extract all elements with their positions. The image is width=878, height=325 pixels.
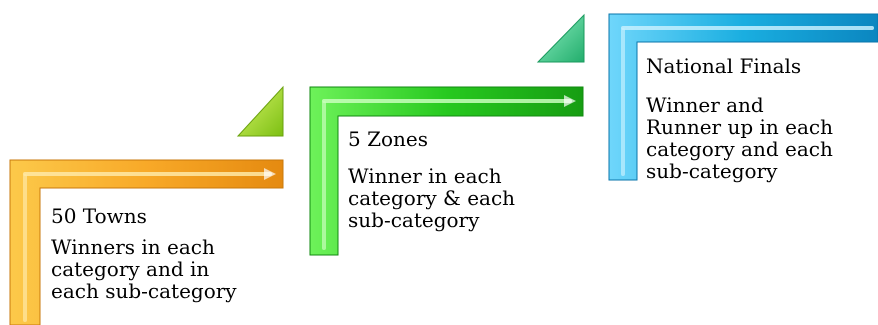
stage-1-bracket xyxy=(9,159,284,325)
stage-3-line-2: Runner up in each xyxy=(646,115,833,139)
stage-2-bracket xyxy=(309,86,584,256)
stage-3-line-3: category and each xyxy=(646,137,833,161)
stage-2-line-3: sub-category xyxy=(348,208,480,232)
stage-2-line-2: category & each xyxy=(348,186,516,210)
stage-1-title: 50 Towns xyxy=(51,204,147,228)
stage-3-line-1: Winner and xyxy=(646,93,764,117)
stage-1-line-2: category and in xyxy=(51,257,210,281)
stage-2-line-1: Winner in each xyxy=(348,164,502,188)
stage-3-line-4: sub-category xyxy=(646,159,778,183)
stage-1-line-3: each sub-category xyxy=(51,279,237,303)
connector-2-triangle xyxy=(536,13,585,63)
stage-2-title: 5 Zones xyxy=(348,127,428,151)
connector-1-triangle xyxy=(236,85,284,137)
stage-3-bracket xyxy=(608,13,878,181)
stage-3-title: National Finals xyxy=(646,54,802,78)
stage-1-line-1: Winners in each xyxy=(51,235,215,259)
